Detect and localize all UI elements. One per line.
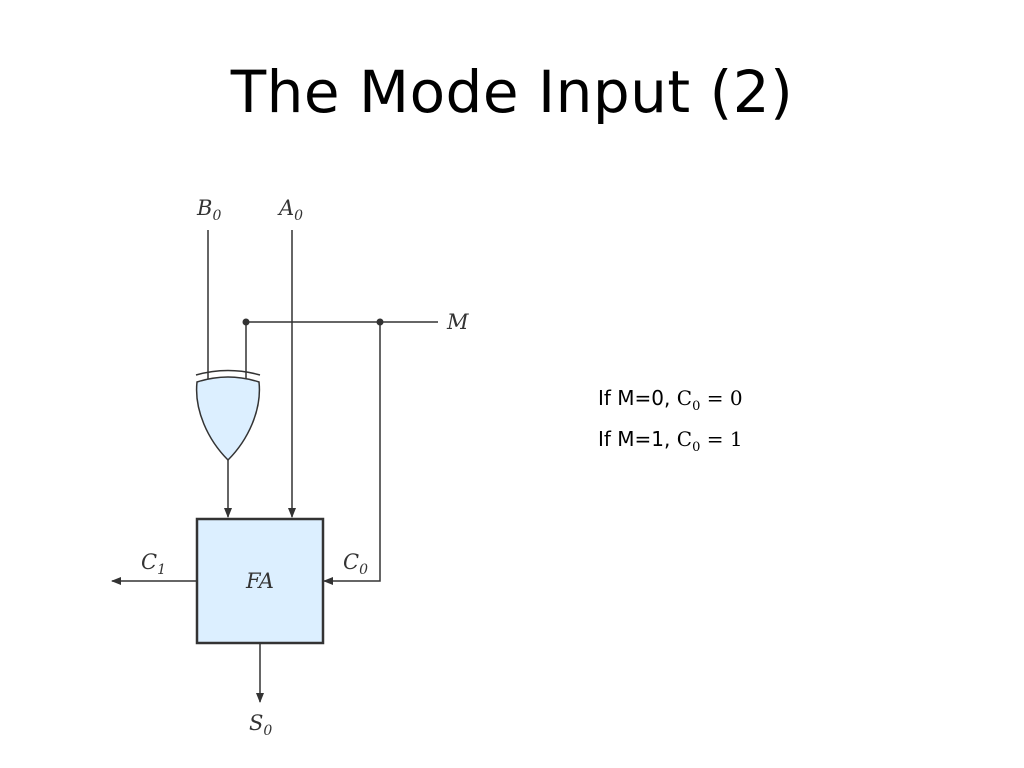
xor-gate	[195, 376, 261, 462]
xor-gate-back-arc	[195, 369, 261, 376]
carry-in-label: C0	[343, 550, 368, 578]
slide-title: The Mode Input (2)	[230, 58, 794, 126]
carry-out-label: C1	[141, 550, 166, 578]
note-line-m1: If M=1, C0 = 1	[598, 427, 743, 455]
full-adder-block	[195, 517, 325, 645]
input-label-m: M	[446, 310, 469, 334]
note-line-m0: If M=0, C0 = 0	[598, 386, 743, 414]
wire-m-to-carry-in	[323, 322, 381, 585]
input-label-b0: B0	[196, 196, 221, 224]
full-adder-label: FA	[245, 569, 274, 593]
sum-out-label: S0	[249, 711, 272, 739]
input-label-a0: A0	[277, 196, 303, 224]
mode-notes: If M=0, C0 = 0 If M=1, C0 = 1	[598, 382, 743, 464]
